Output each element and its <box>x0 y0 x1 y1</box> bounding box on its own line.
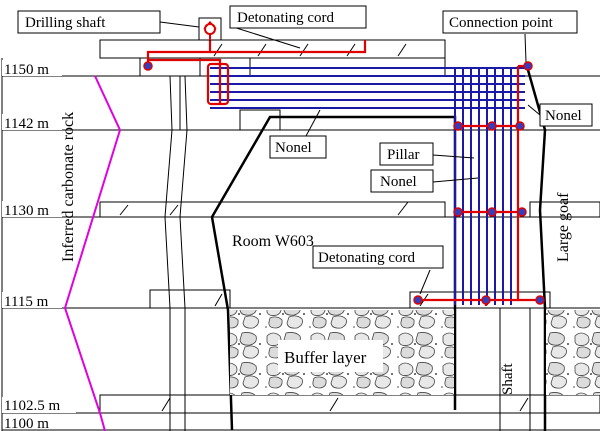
nonel-pillar-label: Nonel <box>380 174 417 190</box>
pillar-label: Pillar <box>387 147 420 163</box>
connection-point-box <box>442 10 578 34</box>
room-w603-left-wall <box>210 216 234 431</box>
connection-point <box>535 295 545 305</box>
drift-1142-a <box>239 109 281 131</box>
elevation-labels: 1150 m 1142 m 1130 m 1115 m 1102.5 m 110… <box>2 60 76 431</box>
large-goaf-outline <box>526 69 547 431</box>
drilling-shaft-box <box>17 10 161 34</box>
detonating-cord-low-label: Detonating cord <box>318 250 416 266</box>
drift-1150-c <box>250 57 446 76</box>
connection-point-label: Connection point <box>449 15 554 31</box>
nonel-right-label: Nonel <box>545 108 582 124</box>
buffer-layer-right <box>546 310 600 395</box>
buffer-layer-label-bg <box>278 340 383 372</box>
shaft-label: Shaft <box>500 363 516 395</box>
nonel-horizontal <box>210 67 455 109</box>
drift-1130 <box>99 201 446 218</box>
nonel-mid-box <box>269 135 327 159</box>
inclined-shaft <box>164 75 188 431</box>
detonating-cord-low-box <box>312 245 444 269</box>
nonel-mid-label: Nonel <box>275 140 312 156</box>
drilling-shaft-label: Drilling shaft <box>25 15 106 31</box>
drilling-shaft-icon <box>198 17 222 41</box>
room-label: Room W603 <box>232 233 314 250</box>
connection-point <box>487 121 497 131</box>
nonel-pillar-grid <box>454 67 525 305</box>
nonel-pillar-box <box>370 169 434 193</box>
connection-point <box>413 295 423 305</box>
connection-points <box>143 61 545 305</box>
callout-leaders <box>159 21 541 295</box>
drift-1150-top <box>99 39 446 59</box>
elevation-1130: 1130 m <box>4 203 49 219</box>
pillar-box <box>379 142 434 166</box>
connection-point <box>523 61 533 71</box>
large-goaf-label: Large goaf <box>555 192 572 262</box>
connection-point <box>481 295 491 305</box>
nonel-right-box <box>539 103 593 127</box>
elevation-1115: 1115 m <box>4 294 49 310</box>
shaft-lines <box>499 308 531 431</box>
drift-1115-left <box>149 289 231 309</box>
connection-point <box>143 61 153 71</box>
drift-1102 <box>99 394 600 414</box>
detonating-cord-top-label: Detonating cord <box>237 10 335 26</box>
elevation-1100: 1100 m <box>4 416 49 431</box>
connection-point <box>517 207 527 217</box>
annotation-labels: Drilling shaft Detonating cord Connectio… <box>25 10 582 395</box>
elevation-1150: 1150 m <box>4 62 49 78</box>
elevation-1142: 1142 m <box>4 116 49 132</box>
drift-1130-right <box>529 201 600 218</box>
connection-point <box>453 121 463 131</box>
connection-point <box>515 121 525 131</box>
carbonate-boundary <box>63 75 122 431</box>
connection-point <box>453 207 463 217</box>
buffer-layer-label: Buffer layer <box>284 348 367 367</box>
connection-point <box>487 207 497 217</box>
label-boxes <box>17 5 593 269</box>
elevation-1102: 1102.5 m <box>4 398 60 414</box>
carbonate-rock-label: Inferred carbonate rock <box>60 112 77 262</box>
detonating-cord-top-box <box>229 5 367 29</box>
